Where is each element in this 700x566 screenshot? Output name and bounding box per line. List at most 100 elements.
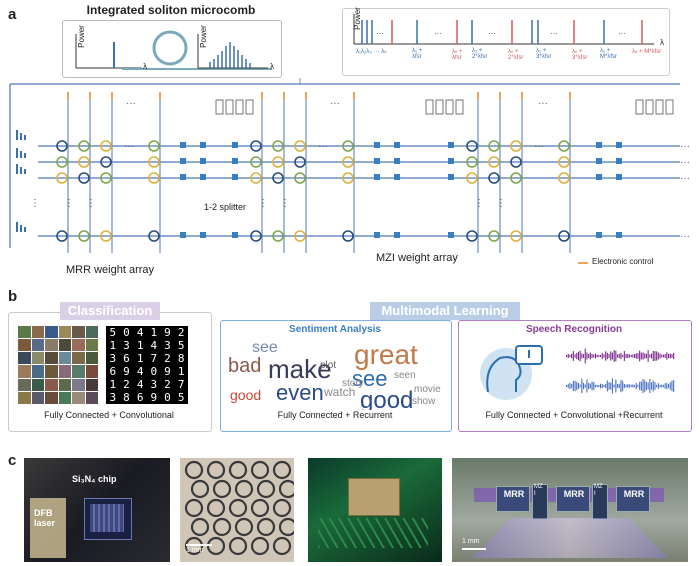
mnist-digit: 9 [123, 365, 130, 378]
waveform-sample [644, 353, 646, 359]
ring-array-rings [184, 460, 294, 556]
ring-resonator [250, 536, 270, 556]
speech-illustration [480, 345, 675, 400]
waveform-sample [628, 384, 630, 388]
waveform-sample [611, 378, 613, 394]
waveform-sample [628, 354, 630, 358]
mzi-array-label: MZI weight array [376, 252, 458, 264]
waveform-sample [606, 380, 608, 392]
word-cloud-word: make [268, 354, 332, 384]
waveform-sample [625, 353, 627, 359]
waveform-sample [576, 352, 578, 360]
waveform-sample [601, 384, 603, 388]
right-lambda-label: λ [270, 62, 274, 71]
waveform-sample [591, 353, 593, 359]
mnist-digit: 8 [123, 391, 130, 404]
waveform-sample [613, 350, 615, 362]
waveform-sample [574, 354, 576, 358]
word-cloud-word: great [354, 339, 418, 370]
waveform-sample [673, 352, 675, 360]
word-cloud-word: good [360, 387, 413, 410]
waveform-sample [617, 354, 619, 358]
left-power-label: Power [76, 25, 86, 48]
waveform-sample [625, 384, 627, 388]
waveform-sample [581, 378, 583, 394]
waveform-sample [649, 378, 651, 394]
waveform-sample [637, 353, 639, 359]
ring-resonator [278, 479, 294, 499]
chip-micrograph [452, 458, 688, 562]
waveform-sample [618, 353, 620, 359]
svg-text:⋮: ⋮ [64, 198, 74, 209]
mnist-digit: 0 [123, 326, 130, 339]
mnist-digit: 1 [136, 339, 144, 352]
mnist-digit: 2 [177, 326, 185, 339]
svg-text:⋮: ⋮ [280, 198, 290, 209]
classification-title: Classification [60, 302, 160, 320]
ring-resonator [212, 517, 232, 537]
waveform-sample [662, 384, 664, 388]
waveform-sample [596, 354, 598, 358]
ring-resonator [250, 460, 270, 480]
waveform-sample [668, 353, 670, 359]
mnist-digit: 6 [109, 365, 117, 378]
svg-text:···: ··· [488, 29, 496, 38]
waveform-sample [608, 382, 610, 390]
left-lambda-label: λ [143, 62, 147, 71]
svg-text:···: ··· [680, 141, 690, 152]
spectrum-power-label: Power [352, 7, 362, 30]
waveform-sample [566, 385, 568, 387]
mnist-digit: 2 [164, 352, 171, 365]
ring-resonator [272, 536, 292, 556]
waveform-sample [610, 382, 612, 390]
svg-text:⋮: ⋮ [258, 198, 268, 209]
word-cloud-word: watch [323, 385, 355, 399]
waveform-sample [627, 353, 629, 359]
waveform-sample [594, 384, 596, 388]
waveform-sample [666, 352, 668, 360]
waveform-sample [571, 383, 573, 389]
mnist-digit: 7 [150, 352, 158, 365]
waveform-sample [661, 354, 663, 358]
mrr-label-1: MRR [503, 489, 525, 499]
svg-text:···: ··· [126, 98, 136, 109]
ring-resonator [272, 498, 292, 518]
mnist-digit: 9 [164, 326, 171, 339]
waveform-sample [637, 384, 639, 388]
spectrum-lambda-label: λ [660, 38, 664, 47]
waveform-sample [579, 350, 581, 362]
mnist-digit: 6 [136, 391, 144, 404]
ring-resonator [234, 517, 254, 537]
spectrum-plot: ··· ··· ··· ··· ··· [353, 14, 654, 45]
waveform-sample [642, 378, 644, 394]
mnist-digit: 5 [177, 339, 185, 352]
waveform-sample [579, 384, 581, 388]
waveform-sample [654, 382, 656, 390]
waveform-sample [588, 353, 590, 359]
spectrum-label-6: λₙ + 3*λfsr [572, 49, 588, 61]
mnist-digit: 2 [123, 378, 130, 391]
waveform-sample [645, 353, 647, 359]
waveform-sample [668, 384, 670, 388]
mnist-digit: 4 [150, 339, 158, 352]
svg-text:···: ··· [680, 231, 690, 242]
svg-text:···: ··· [434, 29, 442, 38]
svg-text:···: ··· [680, 157, 690, 168]
mnist-digit: 9 [150, 391, 158, 404]
waveform-sample [623, 383, 625, 389]
ring-resonator [184, 498, 204, 518]
ring-resonator [206, 536, 226, 556]
word-cloud-word: bad [228, 355, 261, 377]
waveform-sample [635, 382, 637, 390]
waveform-sample [567, 353, 569, 359]
waveform-sample [593, 354, 595, 358]
waveform-sample [618, 383, 620, 389]
waveform-sample [606, 352, 608, 360]
waveform-sample [651, 382, 653, 390]
panel-c-letter: c [8, 452, 17, 469]
waveform-sample [642, 352, 644, 360]
speech-caption: Fully Connected + Convolutional +Recurre… [485, 410, 663, 420]
spectrum-label-3: λ₁ + 2*λfsr [472, 48, 488, 60]
mnist-digit: 1 [109, 339, 117, 352]
mnist-digit: 5 [177, 391, 185, 404]
